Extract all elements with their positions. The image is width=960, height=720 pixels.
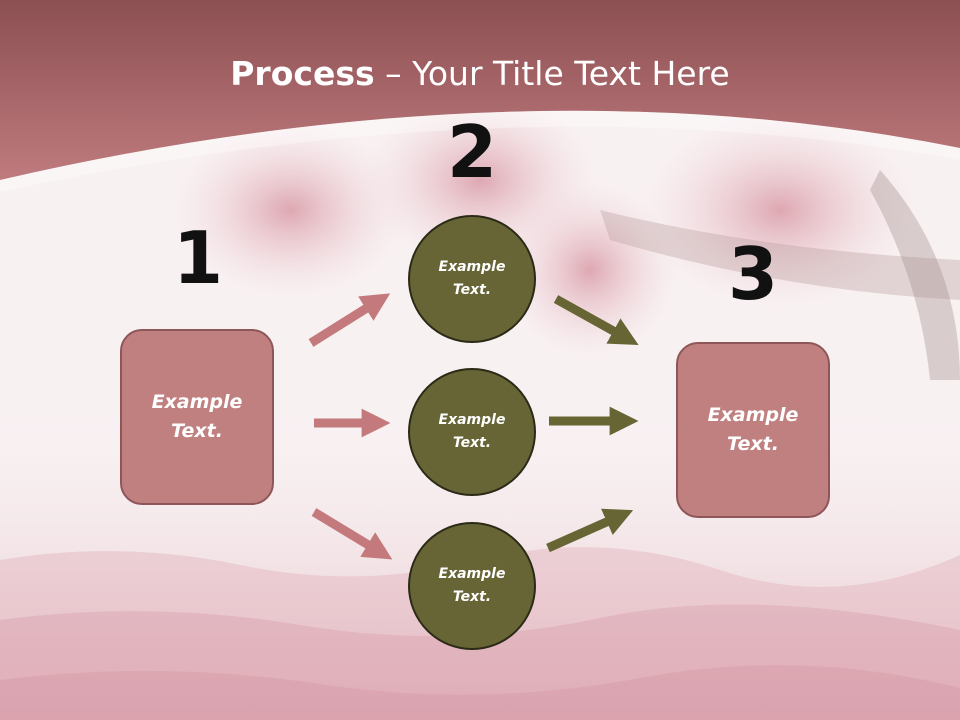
circle-middle-label: Example Text. (438, 412, 506, 451)
left-process-box: Example Text. (120, 329, 274, 505)
arrow-left-to-top (308, 293, 391, 347)
arrow-bottom-to-right (546, 508, 634, 553)
right-box-label: Example Text. (707, 404, 799, 455)
right-process-box: Example Text. (676, 342, 830, 518)
header-band (0, 0, 960, 180)
step-number-1: 1 (172, 216, 224, 300)
step-number-3: 3 (727, 232, 779, 316)
title-bold: Process (230, 54, 375, 93)
circle-middle: Example Text. (408, 368, 536, 496)
circle-bottom: Example Text. (408, 522, 536, 650)
header-highlight (0, 110, 960, 192)
step-number-2: 2 (446, 110, 498, 194)
left-box-label: Example Text. (151, 391, 243, 442)
circle-top: Example Text. (408, 215, 536, 343)
page-title: Process – Your Title Text Here (0, 52, 960, 96)
arrow-left-to-bottom (311, 508, 393, 560)
title-rest: – Your Title Text Here (374, 54, 730, 93)
circle-bottom-label: Example Text. (438, 566, 506, 605)
arrow-top-to-right (553, 295, 639, 346)
blossom-decoration (170, 90, 960, 380)
circle-top-label: Example Text. (438, 259, 506, 298)
